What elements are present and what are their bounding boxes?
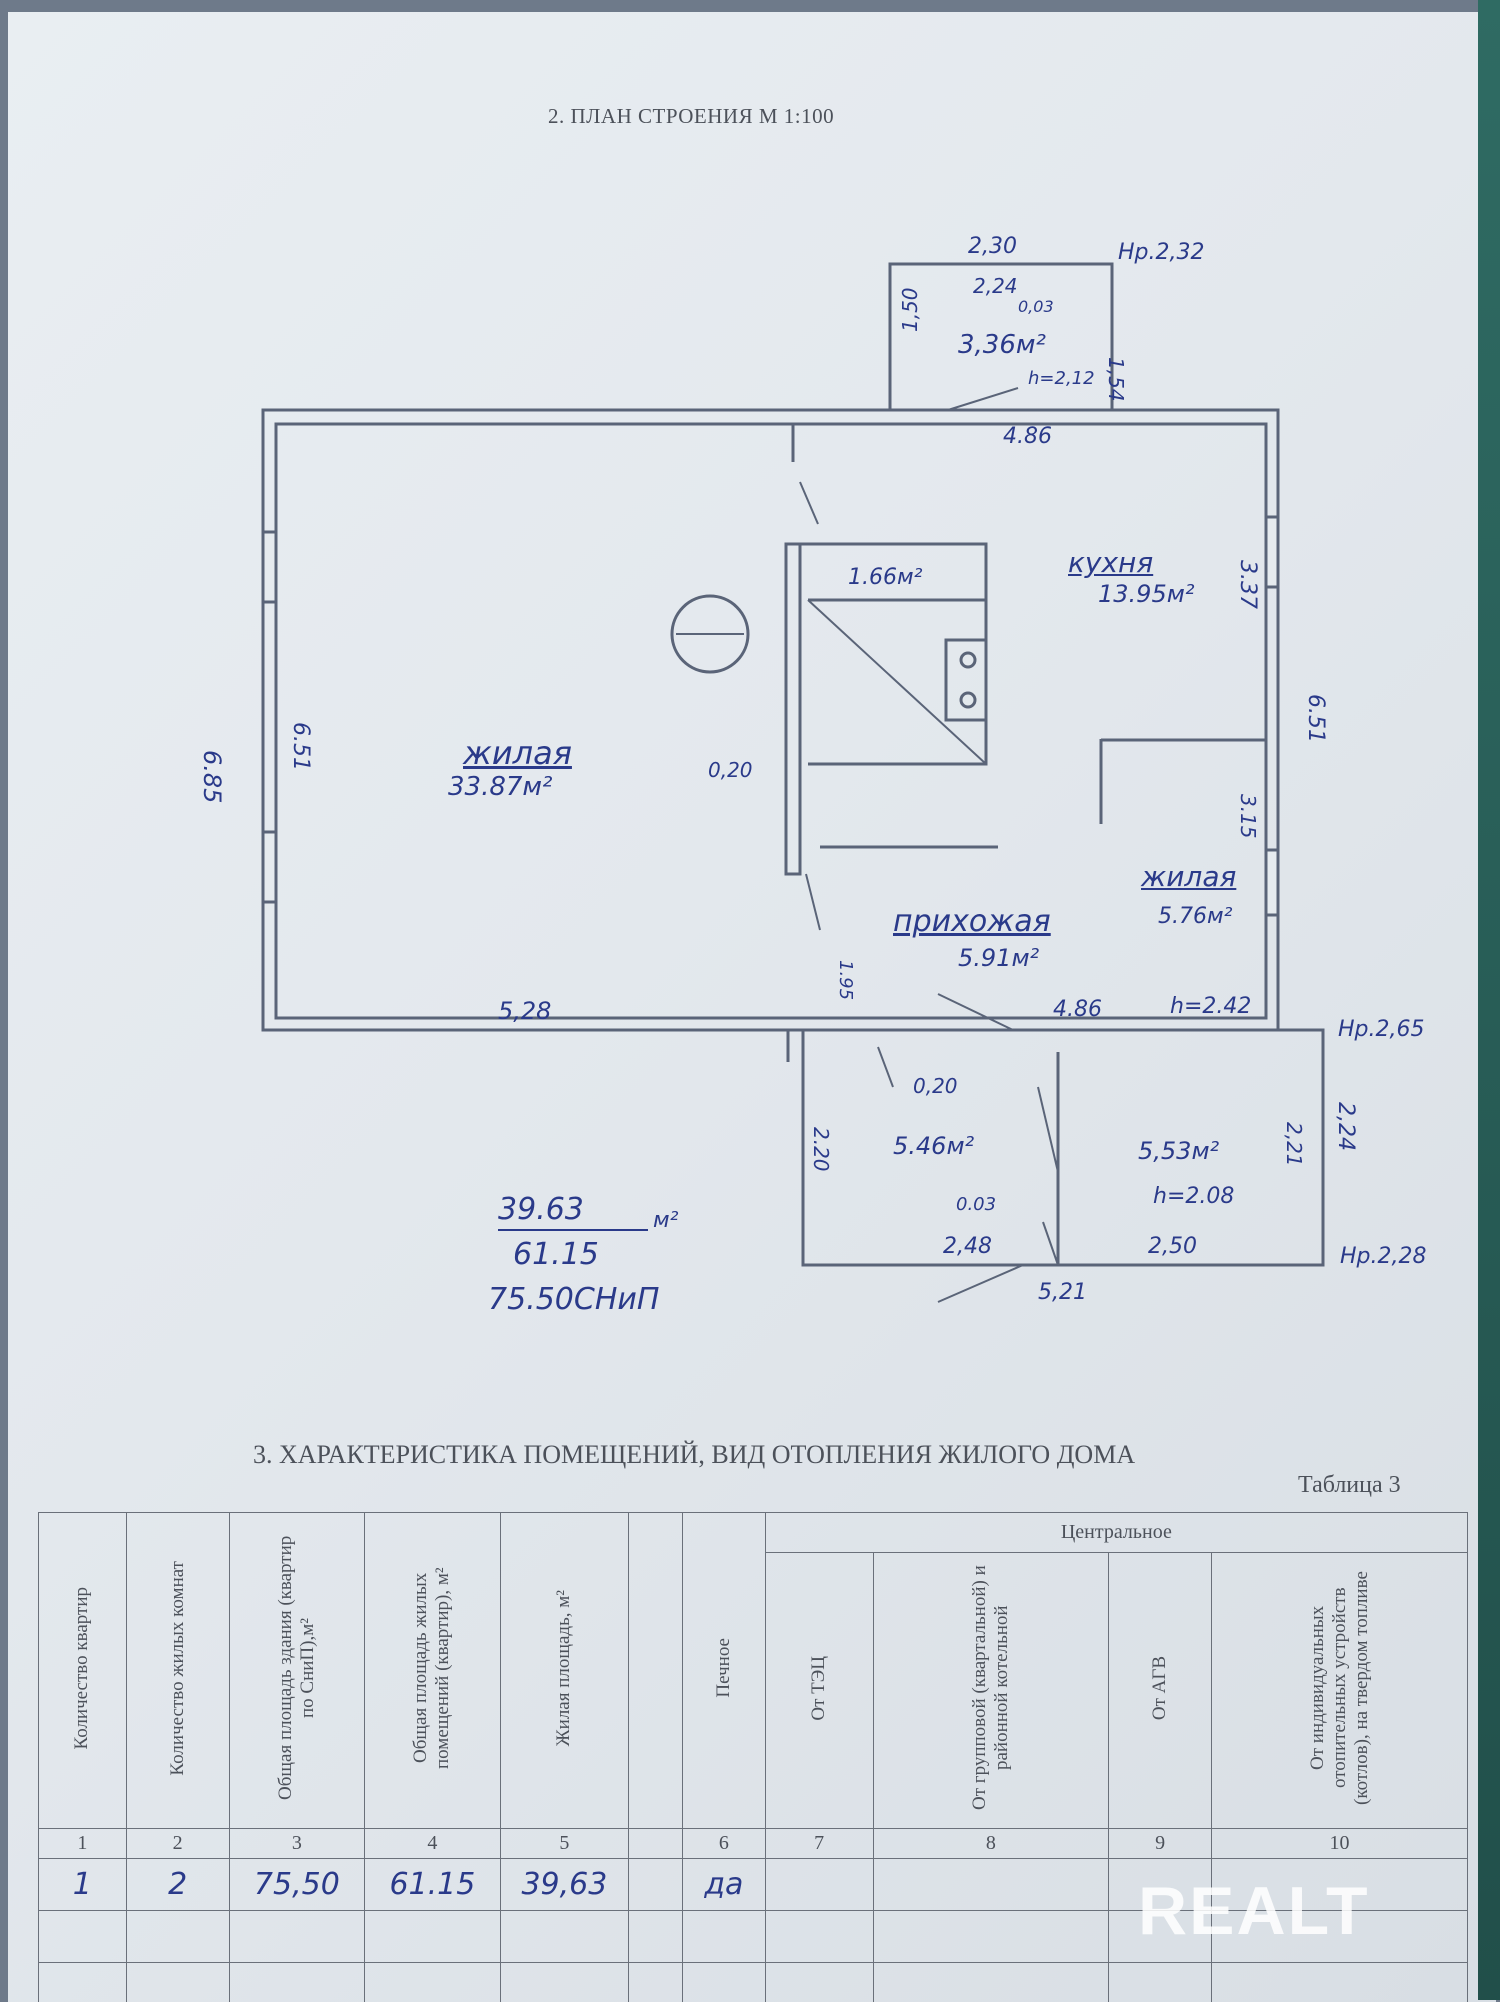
header-stove: Печное — [683, 1513, 766, 1829]
outer-wall-main — [263, 410, 1278, 1030]
label-bottom-left-width: 5,28 — [498, 997, 551, 1025]
header-tec: От ТЭЦ — [765, 1553, 873, 1829]
room-pantry-area: 1.66м² — [848, 565, 922, 590]
room-living-small-name: жилая — [1141, 860, 1236, 893]
inner-wall-main — [276, 424, 1266, 1018]
label-porch-inner-width: 2,24 — [973, 274, 1018, 298]
header-rooms: Количество жилых комнат — [126, 1513, 229, 1829]
room-living-main-area: 33.87м² — [448, 772, 552, 802]
room-living-main-name: жилая — [463, 734, 572, 772]
room-annex-left-area: 5.46м² — [893, 1132, 974, 1160]
room-kitchen-area: 13.95м² — [1098, 580, 1194, 608]
binder-edge — [1478, 0, 1500, 2000]
label-porch-step: 0,03 — [1018, 297, 1054, 316]
header-boiler-house: От групповой (квартальной) и районной ко… — [873, 1553, 1108, 1829]
header-agv: От АГВ — [1109, 1553, 1212, 1829]
label-mark-228: Нр.2,28 — [1340, 1244, 1427, 1269]
label-annex-height: h=2.08 — [1153, 1184, 1234, 1209]
label-living-small-side: 3.15 — [1236, 794, 1260, 839]
table-number-row: 1 2 3 4 5 6 7 8 9 10 — [39, 1829, 1468, 1859]
document-sheet: 2. ПЛАН СТРОЕНИЯ М 1:100 — [8, 12, 1496, 2002]
room-kitchen-name: кухня — [1068, 546, 1153, 579]
room-hall-area: 5.91м² — [958, 944, 1039, 972]
label-right-height: 6.51 — [1303, 694, 1328, 743]
label-outer-height: 6.85 — [198, 750, 226, 803]
partition-vertical — [786, 544, 800, 874]
header-empty — [629, 1513, 683, 1829]
label-annex-outer-side: 2,24 — [1333, 1102, 1358, 1151]
header-total-area-snip: Общая площадь здания (квартир по СниП),м… — [229, 1513, 365, 1829]
label-porch-side-right: 1,54 — [1104, 357, 1128, 402]
label-annex-right-side: 2,21 — [1282, 1122, 1306, 1167]
table-label: Таблица 3 — [1298, 1472, 1401, 1499]
label-inner-height: 6.51 — [288, 722, 313, 771]
total-general-area: 61.15 — [513, 1237, 599, 1272]
total-living-area: 39.63 — [498, 1192, 584, 1227]
label-mark-265: Нр.2,65 — [1338, 1017, 1425, 1042]
label-hall-side: 1.95 — [835, 960, 856, 1000]
label-porch-side-left: 1,50 — [898, 287, 922, 332]
total-snip-area: 75.50СНиП — [488, 1282, 659, 1317]
total-unit: м² — [653, 1208, 678, 1233]
header-central-group: Центральное — [765, 1513, 1467, 1553]
label-kitchen-side: 3.37 — [1235, 560, 1260, 609]
label-hall-height: h=2.42 — [1170, 994, 1251, 1019]
label-porch-height: h=2,12 — [1028, 368, 1095, 389]
room-hall-name: прихожая — [893, 904, 1051, 939]
label-annex-step: 0.03 — [956, 1194, 996, 1215]
header-living-area: Жилая площадь, м² — [500, 1513, 628, 1829]
floor-plan — [8, 12, 1496, 1492]
label-top-width: 4.86 — [1003, 424, 1052, 449]
section-3-title: 3. ХАРАКТЕРИСТИКА ПОМЕЩЕНИЙ, ВИД ОТОПЛЕН… — [253, 1440, 1135, 1470]
room-living-small-area: 5.76м² — [1158, 904, 1232, 929]
label-wall-thickness-2: 0,20 — [913, 1074, 958, 1098]
label-annex-total-width: 5,21 — [1038, 1280, 1087, 1305]
label-hall-bottom-width: 4.86 — [1053, 997, 1102, 1022]
table-empty-row — [39, 1963, 1468, 2002]
room-annex-right-area: 5,53м² — [1138, 1137, 1219, 1165]
label-porch-area: 3,36м² — [958, 330, 1046, 360]
label-porch-mark: Нр.2,32 — [1118, 240, 1205, 265]
label-wall-thickness-1: 0,20 — [708, 758, 753, 782]
label-annex-left-width: 2,48 — [943, 1234, 992, 1259]
header-total-living-premises: Общая площадь жилых помещений (квартир),… — [365, 1513, 501, 1829]
label-porch-outer-width: 2,30 — [968, 234, 1017, 259]
label-annex-right-width: 2,50 — [1148, 1234, 1197, 1259]
label-annex-left-side: 2.20 — [809, 1127, 833, 1172]
realt-watermark: REALT — [1138, 1872, 1370, 1950]
header-individual-devices: От индивидуальных отопительных устройств… — [1212, 1553, 1468, 1829]
header-apartments: Количество квартир — [39, 1513, 127, 1829]
annex-outline — [803, 1030, 1323, 1265]
